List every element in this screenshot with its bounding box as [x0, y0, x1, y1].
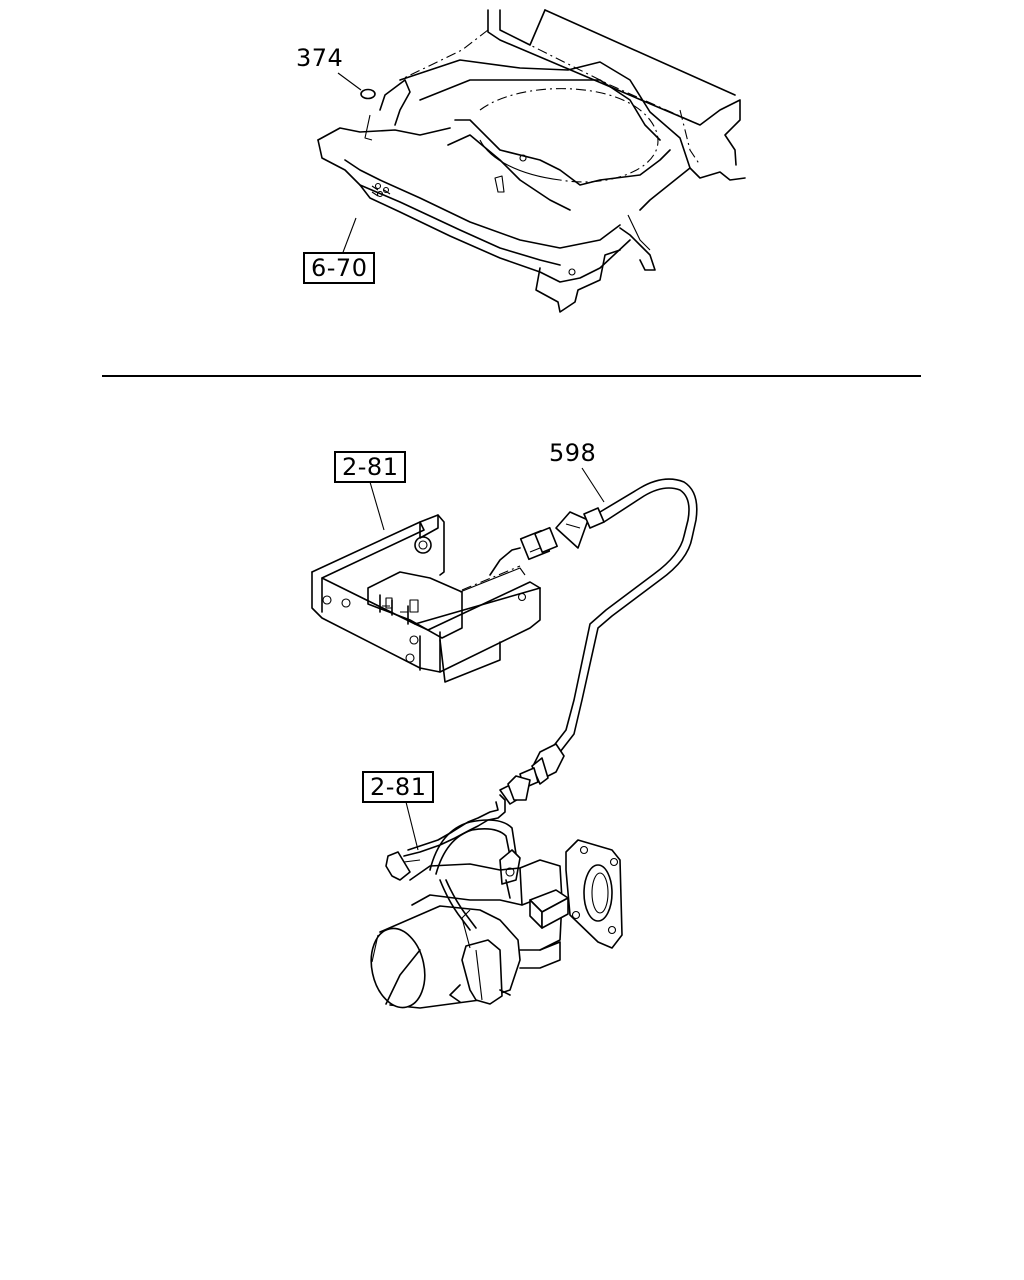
motor-pump-illustration: [370, 775, 623, 1009]
callout-part-598: 598: [549, 439, 597, 467]
underbody-frame-illustration: [317, 9, 746, 313]
callout-ref-2-81-module: 2-81: [334, 451, 407, 483]
wiring-harness-598: [519, 467, 698, 789]
callout-ref-2-81-motor: 2-81: [362, 771, 435, 803]
callout-ref-6-70: 6-70: [303, 252, 376, 284]
control-module-illustration: [311, 481, 558, 683]
callout-part-374: 374: [296, 44, 344, 72]
